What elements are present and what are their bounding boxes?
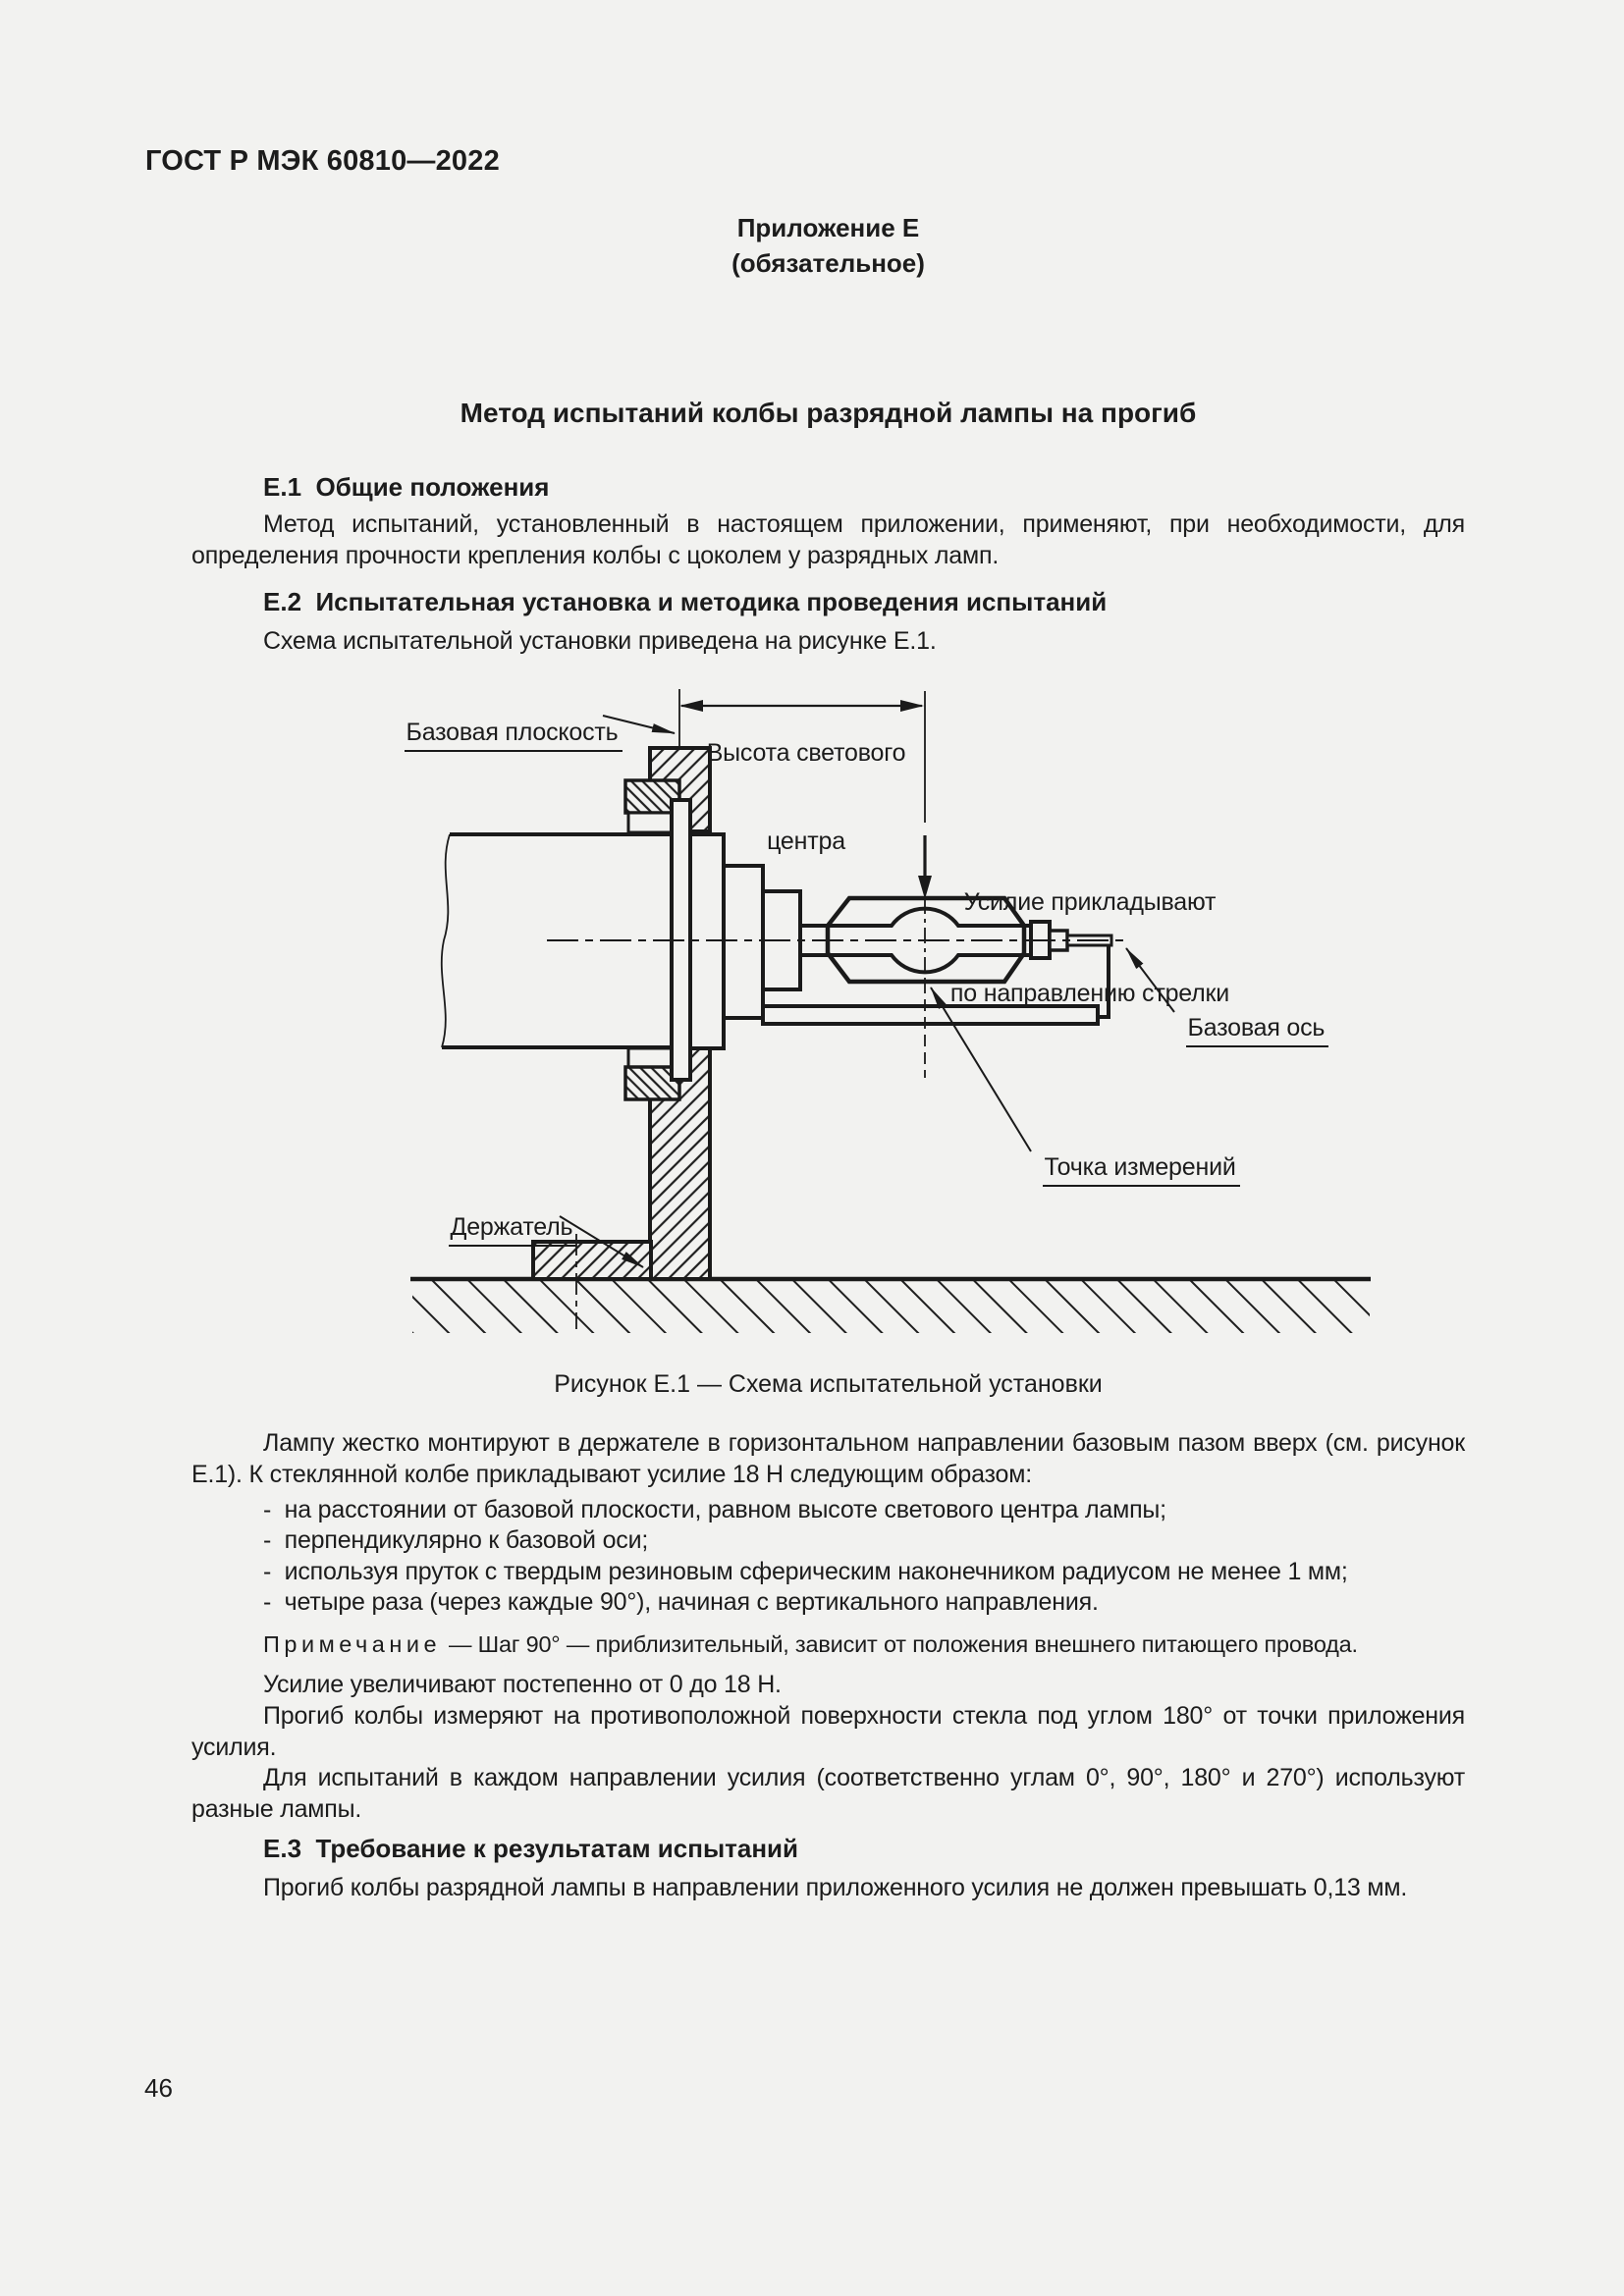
doc-code-header: ГОСТ Р МЭК 60810—2022: [145, 145, 500, 177]
label-base-plane: Базовая плоскость: [391, 688, 623, 752]
label-base-axis: Базовая ось: [1172, 984, 1329, 1047]
clamp-bottom: [623, 1065, 681, 1101]
bullet-item: - четыре раза (через каждые 90°), начина…: [263, 1588, 1099, 1616]
page-number: 46: [144, 2073, 173, 2103]
paragraph-e3: Прогиб колбы разрядной лампы в направлен…: [263, 1874, 1408, 1901]
lamp-base-body: [441, 834, 673, 1047]
lamp-step-2: [722, 864, 765, 1020]
page-title: Метод испытаний колбы разрядной лампы на…: [460, 398, 1197, 428]
note-label: Примечание: [263, 1631, 442, 1657]
appendix-name: Приложение Е: [736, 213, 920, 242]
holder-column: [648, 1046, 712, 1281]
paragraph-mount: Лампу жестко монтируют в держателе в гор…: [191, 1429, 1465, 1488]
clamp-bottom-seat: [626, 1046, 681, 1069]
lamp-base-outline: [442, 832, 675, 1049]
appendix-kind: (обязательное): [731, 248, 925, 278]
ground-hatch: [412, 1279, 1370, 1333]
note: Примечание — Шаг 90° — приблизительный, з…: [191, 1629, 1465, 1659]
heading-e3: Е.3 Требование к результатам испытаний: [263, 1834, 799, 1863]
figure-caption: Рисунок Е.1 — Схема испытательной устано…: [554, 1370, 1103, 1398]
paragraph-force: Усилие увеличивают постепенно от 0 до 18…: [263, 1671, 782, 1698]
lamp-step-3: [761, 889, 802, 991]
heading-e1: Е.1 Общие положения: [263, 472, 550, 502]
clamp-top: [623, 778, 681, 815]
label-measure-point: Точка измерений: [1029, 1123, 1240, 1187]
paragraph-e2-intro: Схема испытательной установки приведена …: [263, 627, 937, 655]
paragraph-directions: Для испытаний в каждом направлении усили…: [191, 1764, 1465, 1823]
bullet-item: - на расстоянии от базовой плоскости, ра…: [263, 1496, 1166, 1523]
lamp-base-break-line: [440, 833, 451, 1048]
bullet-item: - используя пруток с твердым резиновым с…: [263, 1558, 1348, 1585]
paragraph-deflection: Прогиб колбы измеряют на противоположной…: [191, 1702, 1465, 1761]
holder-foot: [531, 1240, 653, 1281]
label-holder: Держатель: [435, 1183, 577, 1247]
heading-e2: Е.2 Испытательная установка и методика п…: [263, 587, 1108, 616]
label-light-center-height: Высота светового центра: [706, 739, 906, 855]
clamp-top-seat: [626, 811, 681, 834]
paragraph-e1: Метод испытаний, установленный в настоящ…: [191, 510, 1465, 569]
note-text: — Шаг 90° — приблизительный, зависит от …: [449, 1631, 1358, 1657]
label-force-direction: Усилие прикладывают по направлению стрел…: [949, 888, 1230, 1007]
bullet-item: - перпендикулярно к базовой оси;: [263, 1526, 649, 1554]
